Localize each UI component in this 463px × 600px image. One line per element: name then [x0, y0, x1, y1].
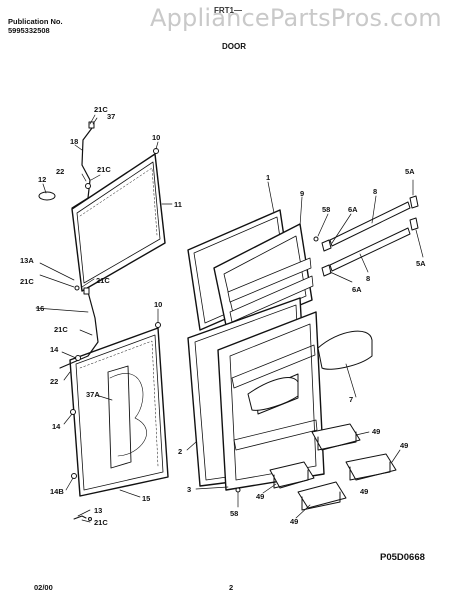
callout-18: 18	[70, 137, 78, 146]
publication-label: Publication No.	[8, 17, 63, 26]
section-title: DOOR	[222, 42, 246, 51]
callout-58: 58	[322, 205, 330, 214]
freezer-shelf-rails	[313, 195, 419, 277]
callout-15: 15	[142, 494, 150, 503]
callout-49: 49	[360, 487, 368, 496]
callout-21c: 21C	[94, 518, 108, 527]
callout-21c: 21C	[97, 165, 111, 174]
callout-12: 12	[38, 175, 46, 184]
freezer-door-panel	[71, 153, 166, 292]
callout-2: 2	[178, 447, 182, 456]
drawing-code: P05D0668	[380, 552, 425, 563]
callout-1: 1	[266, 173, 270, 182]
callout-14: 14	[50, 345, 59, 354]
watermark: AppliancePartsPros.com	[150, 4, 442, 32]
callout-10: 10	[152, 133, 160, 142]
callout-37: 37	[107, 112, 115, 121]
callout-7: 7	[349, 395, 353, 404]
callout-49: 49	[400, 441, 408, 450]
callout-5a: 5A	[416, 259, 426, 268]
callout-16: 16	[36, 304, 44, 313]
callout-11: 11	[174, 200, 182, 209]
callout-21c: 21C	[96, 276, 110, 285]
callout-3: 3	[187, 485, 191, 494]
page-number: 2	[229, 583, 234, 592]
callout-21c: 21C	[20, 277, 34, 286]
model-number: FRT1—	[214, 6, 242, 15]
callout-22: 22	[50, 377, 58, 386]
callout-6a: 6A	[348, 205, 358, 214]
callout-21c: 21C	[54, 325, 68, 334]
callout-49: 49	[372, 427, 380, 436]
callout-6a: 6A	[352, 285, 362, 294]
callout-13a: 13A	[20, 256, 34, 265]
callout-8: 8	[373, 187, 377, 196]
callout-22: 22	[56, 167, 64, 176]
fresh-food-door-panel	[69, 322, 169, 497]
callout-14: 14	[52, 422, 61, 431]
leader-lines	[35, 114, 424, 523]
freezer-door-gasket-wire	[38, 121, 159, 291]
callout-10: 10	[154, 300, 162, 309]
callout-9: 9	[300, 189, 304, 198]
callout-37a: 37A	[86, 390, 100, 399]
callout-58: 58	[230, 509, 238, 518]
callout-21c: 21C	[94, 105, 108, 114]
callout-14b: 14B	[50, 487, 64, 496]
publication-number: 5995332508	[8, 26, 50, 35]
footer-date: 02/00	[34, 583, 53, 592]
callout-13: 13	[94, 506, 102, 515]
callout-5a: 5A	[405, 167, 415, 176]
callout-49: 49	[290, 517, 298, 526]
door-bins	[269, 423, 397, 511]
callout-49: 49	[256, 492, 264, 501]
fresh-food-inner-door-liner	[217, 311, 373, 493]
callout-labels: 21C 37 18 10 22 21C 12 11 13A 21C 21C 16…	[20, 105, 426, 563]
callout-8: 8	[366, 274, 370, 283]
